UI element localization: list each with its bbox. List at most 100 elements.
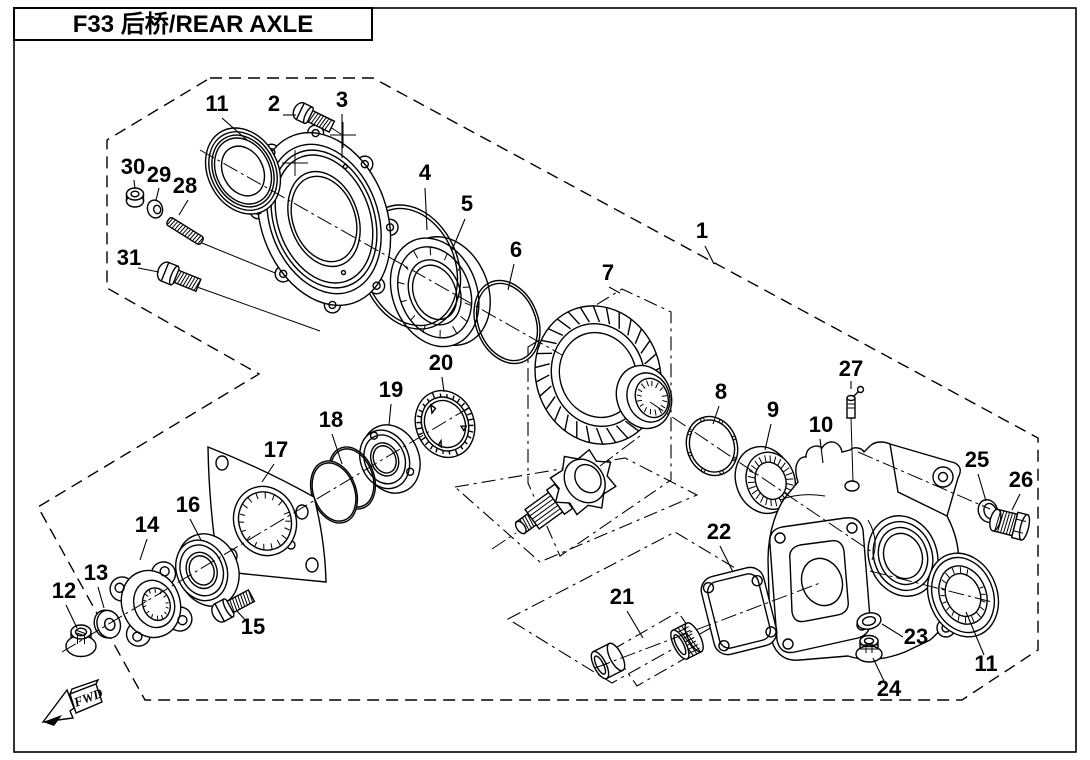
- callout-leader-31: [137, 267, 160, 273]
- callout-4: 4: [419, 160, 432, 185]
- part-seal-11: [204, 127, 282, 215]
- callout-1: 1: [696, 218, 708, 243]
- callout-leader-4: [424, 187, 428, 231]
- callout-24: 24: [877, 676, 902, 701]
- callout-9: 9: [767, 397, 779, 422]
- callout-31: 31: [117, 245, 141, 270]
- part-cover-3: [249, 124, 399, 314]
- gear-group-box: [527, 288, 672, 557]
- callout-8: 8: [715, 379, 727, 404]
- callout-leader-15: [236, 610, 248, 623]
- part-hub-14: [109, 561, 193, 647]
- callout-leader-19: [388, 403, 392, 426]
- callout-2: 2: [268, 91, 280, 116]
- callout-20: 20: [429, 350, 453, 375]
- part-bolt-15: [211, 588, 256, 623]
- callout-27: 27: [839, 356, 863, 381]
- assembly-boundary: [37, 77, 1039, 701]
- callout-16: 16: [176, 492, 200, 517]
- callout-25: 25: [965, 447, 989, 472]
- callout-17: 17: [264, 437, 288, 462]
- part-bearing-5: [389, 236, 491, 348]
- callout-22: 22: [707, 519, 731, 544]
- callout-leader-14: [139, 538, 148, 561]
- page-border: [13, 7, 1077, 753]
- callout-leader-28: [178, 199, 189, 216]
- callout-leader-18: [331, 433, 343, 465]
- part-bolt-2: [292, 102, 336, 133]
- callout-3: 3: [336, 87, 348, 112]
- callout-14: 14: [135, 512, 160, 537]
- callout-leader-9: [764, 423, 772, 451]
- diagram-title: F33 后桥/REAR AXLE: [73, 11, 313, 38]
- title-box: [13, 7, 373, 41]
- callout-leader-12: [65, 604, 78, 629]
- callout-leader-11: [965, 611, 985, 656]
- cross-markers: [282, 122, 356, 176]
- callout-leader-7: [608, 286, 621, 294]
- callout-7: 7: [602, 260, 614, 285]
- callout-leader-11: [221, 117, 248, 141]
- callout-15: 15: [241, 614, 265, 639]
- part-needle-bearing-9: [734, 445, 797, 515]
- callout-leader-17: [261, 463, 275, 483]
- callout-leader-24: [872, 657, 885, 682]
- callout-leader-16: [189, 518, 202, 541]
- callout-6: 6: [510, 237, 522, 262]
- part-bushing-knurled-21: [670, 622, 704, 660]
- callout-28: 28: [173, 173, 197, 198]
- part-flange-plate-17: [207, 445, 327, 583]
- callout-11: 11: [974, 651, 997, 676]
- part-pinion-7: [514, 448, 617, 535]
- callout-21: 21: [610, 584, 634, 609]
- callout-leader-26: [1011, 493, 1021, 511]
- part-washer-13: [93, 609, 122, 639]
- callout-leader-8: [712, 405, 720, 425]
- part-washer-29: [146, 199, 164, 219]
- part-housing-10: [767, 441, 961, 661]
- callout-5: 5: [461, 191, 473, 216]
- callout-19: 19: [379, 377, 403, 402]
- callout-23: 23: [904, 624, 928, 649]
- part-oring-6: [473, 279, 541, 365]
- callout-18: 18: [319, 407, 343, 432]
- part-gasket-8: [685, 415, 739, 477]
- callout-leader-25: [977, 473, 987, 502]
- part-washer-23: [856, 612, 882, 630]
- part-gasket-22: [700, 566, 778, 656]
- part-bearing-19: [359, 424, 421, 494]
- callout-leader-20: [441, 376, 445, 393]
- part-plug-26: [989, 508, 1031, 541]
- part-bearing-16: [175, 533, 240, 607]
- callout-13: 13: [84, 560, 108, 585]
- callout-leader-29: [155, 187, 160, 201]
- callout-10: 10: [809, 412, 833, 437]
- callout-leader-5: [451, 218, 466, 251]
- callout-11: 11: [205, 91, 228, 116]
- callout-29: 29: [147, 162, 171, 187]
- part-nut-30: [125, 187, 145, 208]
- fwd-arrow: FWD: [41, 678, 105, 726]
- part-nut-24: [855, 634, 883, 663]
- callout-leader-30: [133, 179, 136, 190]
- part-bolt-31: [156, 261, 202, 293]
- callout-leader-21: [626, 610, 644, 639]
- part-ring-gear-hub-7: [615, 364, 673, 430]
- callout-30: 30: [121, 154, 145, 179]
- callout-leader-23: [881, 623, 904, 638]
- callout-leader-10: [819, 438, 824, 464]
- part-orings-18: [309, 446, 377, 524]
- callout-12: 12: [52, 578, 76, 603]
- callout-leader-13: [97, 586, 105, 609]
- callout-26: 26: [1009, 467, 1033, 492]
- part-grease-fitting-27: [846, 385, 865, 483]
- part-spline-washer-20: [414, 389, 476, 459]
- callout-leader-22: [719, 545, 734, 573]
- callout-leader-1: [704, 245, 715, 265]
- part-nut-12: [65, 624, 97, 658]
- axis-lines: [61, 149, 993, 669]
- part-bushing-sleeve-21: [590, 642, 626, 680]
